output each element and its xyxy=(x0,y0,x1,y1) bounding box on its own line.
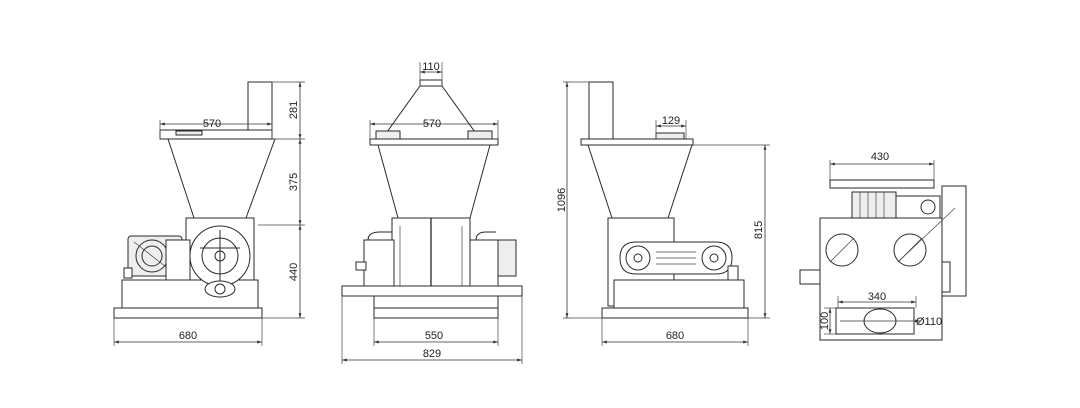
side-left-belt xyxy=(367,231,392,241)
dim-front-base-width: 680 xyxy=(179,330,197,342)
side-base-plate xyxy=(373,307,499,319)
front-gearbox xyxy=(165,239,191,281)
dim-side-overall-width: 829 xyxy=(423,348,441,360)
dim-rear-port-width: 129 xyxy=(662,115,680,127)
front-stack xyxy=(247,81,273,131)
front-top-port xyxy=(175,130,203,136)
plan-view: 430 340 100 Ø110 xyxy=(799,151,967,341)
plan-leader-line xyxy=(897,207,956,263)
rear-hopper xyxy=(587,144,693,219)
front-base-plate xyxy=(113,307,263,319)
rear-view: 129 1096 815 680 xyxy=(556,81,770,346)
front-side-stub xyxy=(123,267,133,279)
front-motor-hub xyxy=(141,245,163,267)
dim-plan-outlet-depth: 100 xyxy=(819,312,831,330)
plan-gearbox xyxy=(895,195,941,219)
plan-side-bracket xyxy=(941,261,951,293)
side-hopper xyxy=(377,144,491,219)
rear-stack xyxy=(588,81,614,140)
front-outlet xyxy=(214,283,226,295)
plan-motor xyxy=(851,191,897,219)
dim-front-base-height: 440 xyxy=(288,263,300,281)
plan-inlet-left-mark xyxy=(829,237,855,263)
side-top-port-right xyxy=(467,130,493,140)
rear-top-plate xyxy=(580,138,694,146)
rear-driven-hub xyxy=(709,253,719,263)
front-outlet-flange xyxy=(204,280,236,298)
dim-front-hopper-height: 375 xyxy=(288,173,300,191)
dim-side-top-width: 570 xyxy=(423,118,441,130)
front-hopper xyxy=(167,138,276,219)
plan-top-rail xyxy=(829,179,935,189)
rear-frame xyxy=(613,279,745,309)
rear-top-port xyxy=(655,132,685,140)
dim-rear-total-height: 1096 xyxy=(556,188,568,212)
side-outlet-stub xyxy=(419,79,443,87)
dim-rear-base-width: 680 xyxy=(666,330,684,342)
dim-side-outlet-width: 110 xyxy=(422,61,440,73)
dim-front-stack-height: 281 xyxy=(288,101,300,119)
side-left-bearing xyxy=(363,239,395,287)
plan-side-stub xyxy=(799,269,821,285)
side-motor xyxy=(497,239,517,277)
dim-plan-width: 430 xyxy=(871,151,889,163)
rear-base-plate xyxy=(601,307,749,319)
dim-plan-outlet-diameter: Ø110 xyxy=(916,316,942,328)
rear-drive-hub xyxy=(633,253,643,263)
dim-plan-outlet-width: 340 xyxy=(868,291,886,303)
front-motor-rib xyxy=(133,241,171,271)
rear-driven-pulley xyxy=(701,245,727,271)
front-view: 570 281 375 440 680 xyxy=(113,81,305,346)
side-left-foot xyxy=(355,261,367,271)
rear-side-stub xyxy=(727,265,739,281)
plan-coupling xyxy=(920,199,936,215)
side-right-belt xyxy=(475,231,496,241)
side-top-plate xyxy=(369,138,499,146)
side-frame-rail xyxy=(341,285,523,297)
dim-rear-upper-height: 815 xyxy=(753,221,765,239)
rear-drive-pulley xyxy=(625,245,651,271)
dim-side-base-width: 550 xyxy=(425,330,443,342)
front-frame xyxy=(121,279,259,309)
side-frame xyxy=(373,295,499,309)
side-view: 110 570 550 829 xyxy=(341,61,523,364)
side-right-bearing xyxy=(469,239,499,287)
side-top-port-left xyxy=(375,130,401,140)
dim-front-top-width: 570 xyxy=(203,118,221,130)
